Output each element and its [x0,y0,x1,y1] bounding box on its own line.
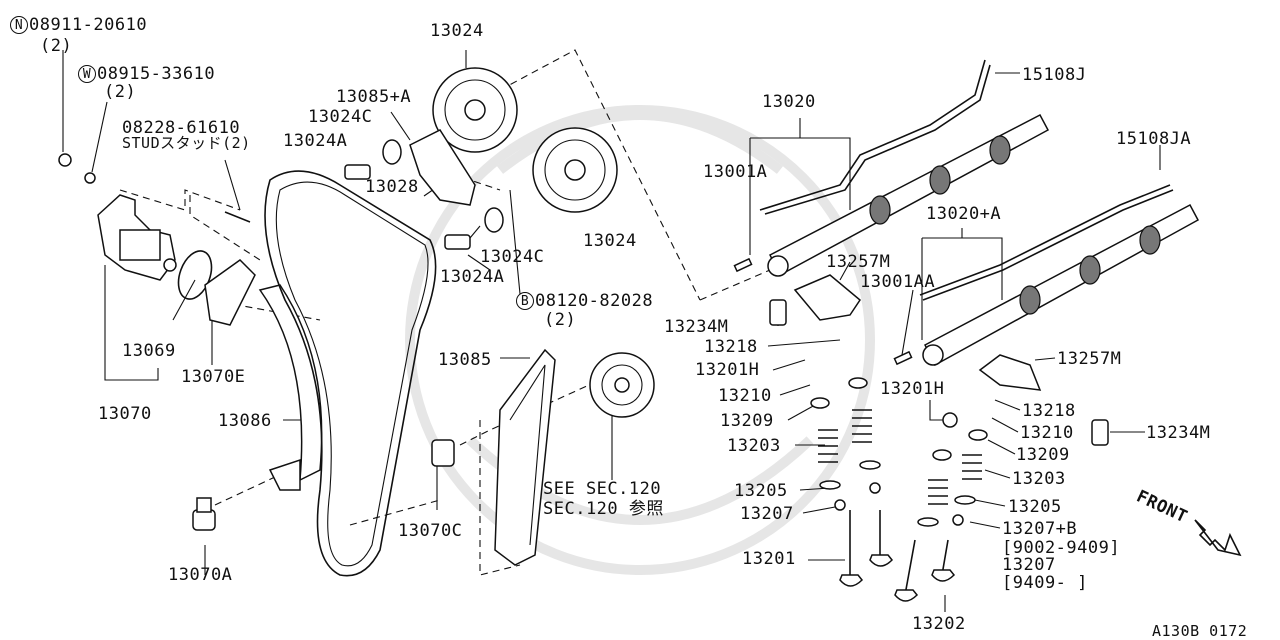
o-ring [177,250,213,300]
label-13070c: 13070C [398,521,463,541]
chain-guide-13085 [494,348,556,566]
tensioner-arm [409,129,476,206]
label-13001aa: 13001AA [860,272,936,292]
washer-13024c [382,139,504,233]
label-stud-text: STUDスタッド(2) [122,134,251,152]
label-13203-left: 13203 [727,436,781,456]
label-w-qty: (2) [104,82,137,102]
rocker-arm-right [978,354,1042,391]
label-13201h-left: 13201H [695,360,760,380]
label-13209-left: 13209 [720,411,774,431]
label-diagram-code: A130B 0172 [1152,622,1248,640]
valve-springs-right [917,412,988,527]
label-13257m-left: 13257M [826,252,891,272]
leader-lines [62,50,1161,612]
label-13024a-mid: 13024A [440,267,505,287]
front-arrow-icon [1194,519,1242,557]
sprocket-upper-right [532,127,618,213]
circle-b-icon: B [516,292,534,310]
label-13020: 13020 [762,92,816,112]
label-13201: 13201 [742,549,796,569]
tensioner-gasket [204,259,256,326]
label-13085: 13085 [438,350,492,370]
label-13070e: 13070E [181,367,246,387]
label-13257m-right: 13257M [1057,349,1122,369]
label-13069: 13069 [122,341,176,361]
chain-tensioner [58,153,177,281]
label-13218-left: 13218 [704,337,758,357]
label-13207b: 13207+B [1002,519,1078,539]
label-13024c-mid: 13024C [480,247,545,267]
label-13085a: 13085+A [336,87,412,107]
label-13203-right: 13203 [1012,469,1066,489]
label-see-sec: SEE SEC.120 [543,479,662,499]
circle-n-icon: N [10,16,28,34]
label-13205-left: 13205 [734,481,788,501]
stud [224,211,251,223]
bolt-13070a [192,497,216,531]
valves-left [839,510,894,587]
label-15108ja: 15108JA [1116,129,1192,149]
label-13202: 13202 [912,614,966,634]
sprocket-upper-left [432,67,518,153]
bolt-13024a [344,164,471,250]
chain-guide [258,284,323,482]
label-13086: 13086 [218,411,272,431]
label-date1: [9002-9409] [1002,538,1121,558]
rocker-arm-left [793,274,861,321]
label-date2: [9409- ] [1002,573,1088,593]
label-stud-no: 08228-61610 [122,118,241,138]
label-13209-right: 13209 [1016,445,1070,465]
label-13024c-top: 13024C [308,107,373,127]
label-13020a: 13020+A [926,204,1002,224]
label-sec-ref: SEC.120 参照 [543,499,664,519]
oil-pipe-15108ja [919,184,1171,296]
label-13207-left: 13207 [740,504,794,524]
label-13024-mid: 13024 [583,231,637,251]
label-13024a-top: 13024A [283,131,348,151]
sprocket-lower [589,352,655,418]
label-13070: 13070 [98,404,152,424]
label-n-qty: (2) [40,36,73,56]
label-13205-right: 13205 [1008,497,1062,517]
valve-springs-left [810,377,881,511]
label-15108j: 15108J [1022,65,1087,85]
oil-pipe-15108j [759,59,986,211]
label-13070a: 13070A [168,565,233,585]
circle-w-icon: W [78,65,96,83]
valves-right [894,539,956,602]
label-13234m-right: 13234M [1146,423,1211,443]
label-13028: 13028 [365,177,419,197]
label-b-qty: (2) [544,310,577,330]
camshaft-13020a [922,203,1200,367]
label-13218-right: 13218 [1022,401,1076,421]
label-13210-left: 13210 [718,386,772,406]
camshaft-13020 [767,113,1050,277]
label-13024-top: 13024 [430,21,484,41]
label-13001a: 13001A [703,162,768,182]
label-13210-right: 13210 [1020,423,1074,443]
label-13207-right: 13207 [1002,555,1056,575]
label-13201h-right: 13201H [880,379,945,399]
timing-chain [264,170,437,577]
label-13234m-left: 13234M [664,317,729,337]
